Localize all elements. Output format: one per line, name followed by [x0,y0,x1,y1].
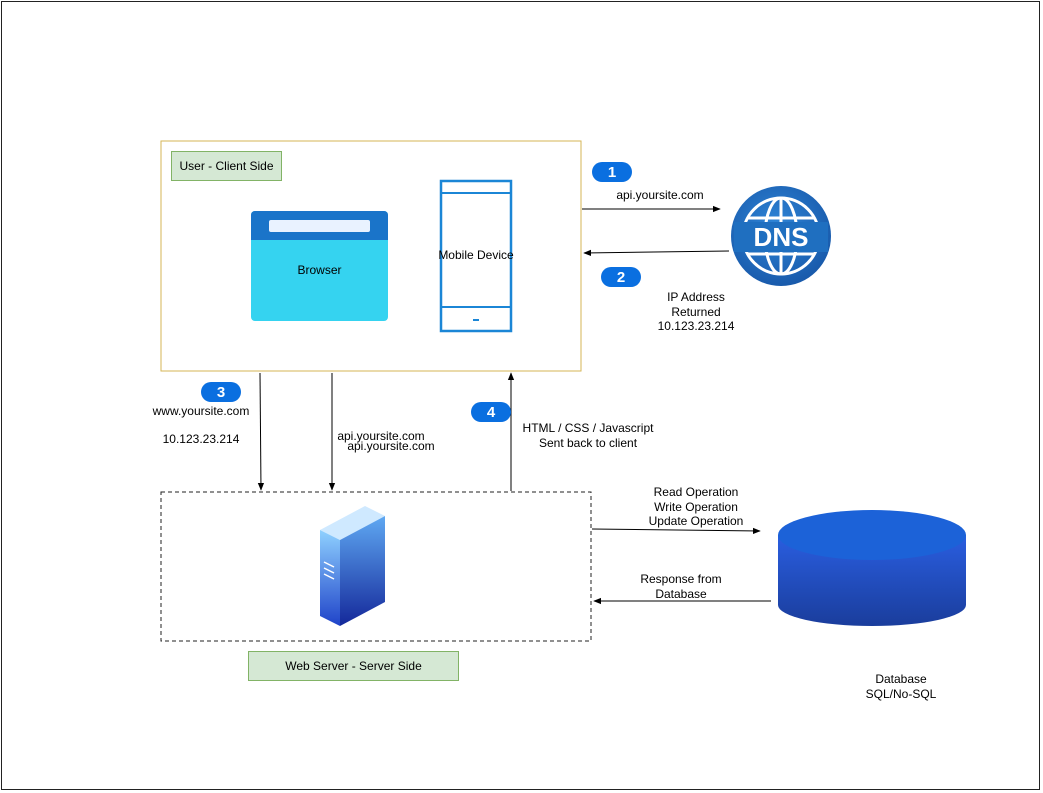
dns-globe-icon: DNS [731,186,831,286]
step-1-badge: 1 [592,162,632,182]
step-3-badge: 3 [201,382,241,402]
arrow-client-to-server-1 [257,372,265,491]
browser-icon [251,211,388,321]
browser-label: Browser [297,263,342,277]
db-response-label: Response from Database [640,572,722,601]
mobile-device-icon [439,179,513,333]
step-2-label: IP Address Returned 10.123.23.214 [657,290,735,333]
request-label-a: api.yoursite.com [337,429,425,443]
step-3-label: www.yoursite.com [152,404,250,418]
step-4-badge: 4 [471,402,511,422]
server-tower-icon [320,506,385,626]
database-label: Database SQL/No-SQL [865,672,937,701]
dns-icon-text: DNS [754,222,809,252]
step-3-ip-label: 10.123.23.214 [162,432,240,446]
client-side-tag: User - Client Side [171,151,282,181]
arrow-dns-to-client [583,249,730,257]
database-cylinder-icon [778,510,966,626]
mobile-device-label: Mobile Device [438,248,514,262]
step-4-label: HTML / CSS / Javascript Sent back to cli… [522,421,654,450]
step-1-label: api.yoursite.com [616,188,704,202]
db-operations-label: Read Operation Write Operation Update Op… [648,485,744,528]
server-side-tag: Web Server - Server Side [248,651,459,681]
step-2-badge: 2 [601,267,641,287]
arrow-server-to-database [591,527,761,535]
request-label-b: api.yoursite.com [347,439,435,453]
